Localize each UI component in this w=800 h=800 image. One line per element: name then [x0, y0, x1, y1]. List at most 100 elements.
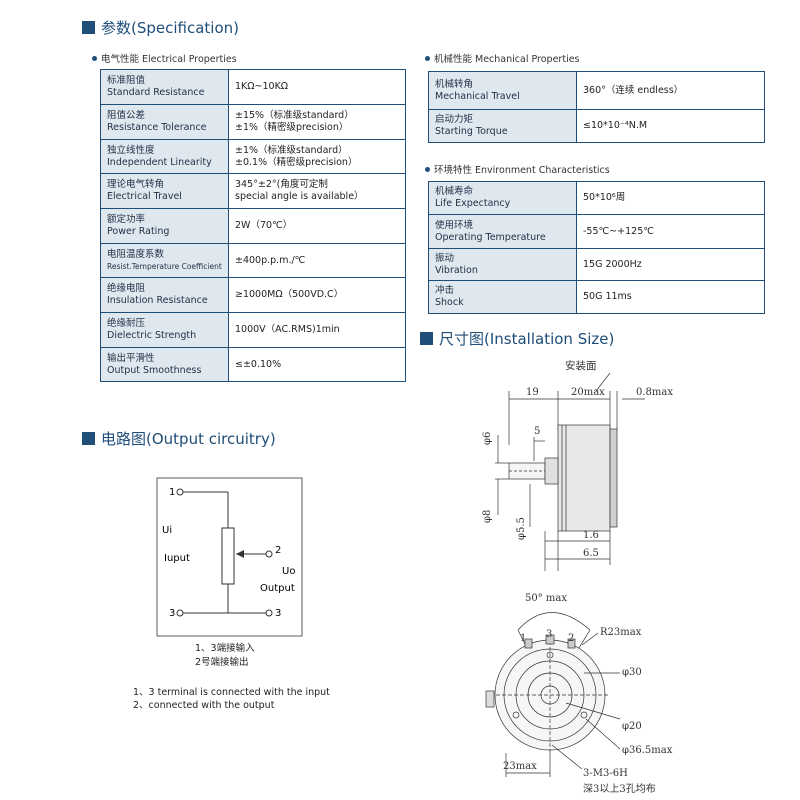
spec-value-cell: 50*10⁶周 [576, 181, 765, 215]
environment-heading: 环境特性 Environment Characteristics [425, 162, 610, 176]
pin3-terminal [176, 609, 184, 617]
dim-m3-6h: 3-M3-6H [583, 768, 628, 779]
spec-value: ≤±0.10% [235, 358, 282, 370]
output-label: Output [260, 583, 295, 594]
spec-label-cn: 机械寿命 [435, 186, 474, 197]
circuit-en-note: 1、3 terminal is connected with the input… [133, 686, 330, 712]
spec-value-cell: ≥1000MΩ（500VD.C） [228, 277, 406, 313]
spec-value-cell: ±15%（标准级standard）±1%（精密级precision） [228, 104, 406, 140]
spec-label-cn: 阻值公差 [107, 110, 146, 121]
spec-label-cn: 电阻温度系数 [107, 248, 165, 260]
side-view-drawing: 安装面 19 20max 0.8max φ6 5 φ8 φ5.5 1.6 6.5 [482, 359, 673, 571]
spec-label-cn: 振动 [435, 252, 455, 264]
spec-value-secondary: ±1%（精密级precision） [235, 122, 349, 133]
spec-label-cn: 启动力矩 [435, 114, 474, 125]
spec-title: 参数(Specification) [101, 19, 240, 37]
circuit-frame [156, 477, 303, 637]
spec-heading: 参数(Specification) [82, 17, 239, 38]
spec-label-cn: 绝缘电阻 [107, 283, 146, 294]
spec-label-en: Dielectric Strength [107, 330, 197, 341]
installation-heading: 尺寸图(Installation Size) [420, 328, 614, 349]
bullet-icon [92, 55, 97, 61]
dim-50max: 50° max [525, 593, 567, 604]
spec-label-cn: 使用环境 [435, 219, 474, 231]
pin3-label: 3 [169, 608, 175, 619]
spec-value: ≤10*10⁻⁴N.M [583, 120, 648, 131]
spec-value: 50*10⁶周 [583, 192, 626, 203]
spec-value-cell: 1000V（AC.RMS)1min [228, 312, 406, 348]
electrical-heading-text: 电气性能 Electrical Properties [101, 54, 237, 65]
spec-value: 360°（连续 endless） [583, 84, 684, 96]
spec-label-cn: 绝缘耐压 [107, 318, 146, 329]
electrical-heading: 电气性能 Electrical Properties [92, 51, 237, 65]
dim-20max: 20max [571, 387, 605, 398]
dim-phi6: φ6 [482, 432, 493, 445]
spec-value: 1000V（AC.RMS)1min [235, 324, 340, 335]
spec-value: ±1%（标准级standard） [235, 144, 348, 156]
pin1-terminal [176, 488, 184, 496]
terminal-2-label: 2 [568, 633, 574, 644]
dim-5: 5 [534, 426, 540, 437]
spec-value: ≥1000MΩ（500VD.C） [235, 289, 344, 300]
circuit-cn-line1: 1、3端接输入 [195, 643, 255, 654]
pin2-terminal [265, 550, 273, 558]
spec-label-en: Operating Temperature [435, 231, 546, 243]
circuit-cn-note: 1、3端接输入 2号端接输出 [195, 642, 255, 670]
dim-phi5-5: φ5.5 [516, 517, 527, 540]
bullet-icon [425, 166, 430, 172]
circuit-en-line2: 2、connected with the output [133, 700, 275, 711]
dim-phi8: φ8 [482, 510, 493, 523]
spec-value-cell: 50G 11ms [576, 280, 765, 314]
pin3-out-terminal [265, 609, 273, 617]
wiper-arrow-icon [236, 550, 244, 558]
spec-value: 15G 2000Hz [583, 258, 642, 270]
dim-phi36-5max: φ36.5max [622, 745, 673, 756]
environment-heading-text: 环境特性 Environment Characteristics [434, 165, 610, 176]
dim-23max: 23max [503, 761, 537, 772]
spec-value-cell: -55℃~+125℃ [576, 214, 765, 249]
heading-square-icon [82, 432, 95, 445]
spec-label-en: Output Smoothness [107, 364, 202, 376]
mount-face-label: 安装面 [565, 359, 597, 372]
spec-label-en: Shock [435, 297, 464, 308]
spec-label-cn: 冲击 [435, 285, 455, 296]
spec-label-en: Starting Torque [435, 126, 508, 137]
mechanical-heading-text: 机械性能 Mechanical Properties [434, 54, 580, 65]
front-view-drawing: 50° max 1 3 2 R23max φ30 φ20 φ36.5max 23… [485, 593, 673, 795]
spec-value: 2W（70℃） [235, 220, 293, 231]
installation-title: 尺寸图(Installation Size) [439, 330, 615, 348]
circuit-diagram: 1 2 3 3 Ui Iuput Uo Output [156, 477, 303, 637]
spec-value: 1KΩ~10KΩ [235, 81, 289, 92]
spec-label-en: Resistance Tolerance [107, 122, 207, 133]
spec-label-en: Electrical Travel [107, 191, 182, 202]
ui-label: Ui [162, 525, 172, 536]
spec-label-en: Mechanical Travel [435, 90, 520, 102]
spec-label-en: Life Expectancy [435, 198, 511, 209]
spec-label-cn: 独立线性度 [107, 144, 155, 156]
dim-r23max: R23max [600, 627, 642, 638]
spec-value-cell: 2W（70℃） [228, 208, 406, 244]
spec-label-cn: 标准阻值 [107, 75, 146, 86]
spec-label-cn: 机械转角 [435, 78, 474, 90]
circuit-en-line1: 1、3 terminal is connected with the input [133, 687, 330, 698]
